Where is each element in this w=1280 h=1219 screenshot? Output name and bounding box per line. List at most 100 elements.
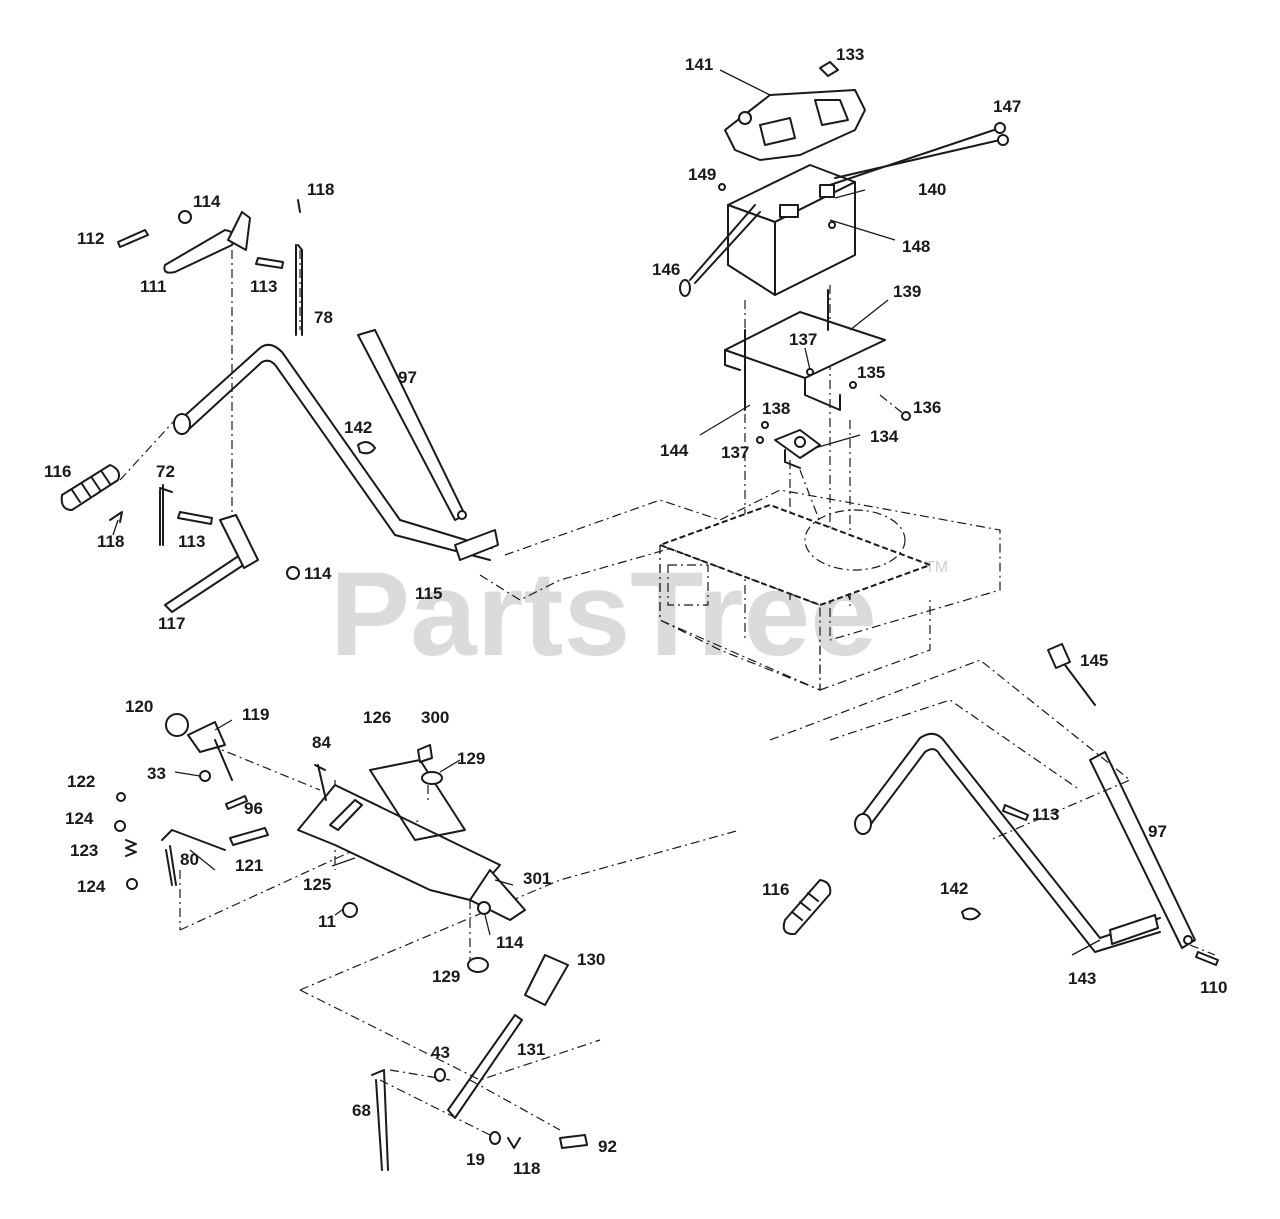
label-126: 126	[363, 708, 391, 727]
label-137-lower: 137	[721, 443, 749, 462]
rod-72	[159, 484, 173, 546]
bolt-110	[1195, 951, 1219, 966]
nut-114	[178, 210, 300, 580]
label-144: 144	[660, 441, 689, 460]
link-97-right	[1089, 751, 1196, 949]
decal-126	[369, 759, 466, 841]
spring-123	[125, 839, 137, 857]
label-97-left: 97	[398, 368, 417, 387]
lever-119	[187, 721, 233, 781]
battery	[727, 164, 856, 296]
leader-lines	[112, 69, 1101, 956]
pin-96-121	[225, 795, 269, 846]
bolt-113-right	[1002, 804, 1029, 821]
lever-131	[447, 1014, 523, 1119]
left-lower-arm	[164, 514, 259, 613]
label-146: 146	[652, 260, 680, 279]
label-116-right: 116	[762, 880, 789, 899]
rod-68	[371, 1069, 389, 1171]
lever-80	[161, 829, 226, 886]
link-97-left	[357, 329, 467, 521]
label-142-left: 142	[344, 418, 372, 437]
label-33: 33	[147, 764, 166, 783]
battery-bracket	[774, 429, 821, 469]
bolt-113	[177, 257, 284, 525]
chassis-outline	[119, 250, 1216, 1141]
label-118-top: 118	[307, 180, 334, 199]
nut-11-114	[342, 901, 491, 918]
watermark-trademark: TM	[925, 559, 948, 576]
label-92: 92	[598, 1137, 617, 1156]
label-11: 11	[318, 912, 336, 931]
grommet-300-129	[417, 744, 489, 973]
clip-118	[109, 199, 301, 523]
label-119: 119	[242, 705, 269, 724]
battery-tray	[724, 289, 886, 411]
right-handle-grip	[782, 879, 832, 936]
label-134: 134	[870, 427, 899, 446]
clip-142-right	[961, 907, 981, 921]
right-handle	[854, 732, 1161, 953]
label-110: 110	[1200, 978, 1227, 997]
label-139: 139	[893, 282, 921, 301]
label-19: 19	[466, 1150, 485, 1169]
label-117: 117	[158, 614, 185, 633]
left-handle	[173, 343, 499, 561]
label-113-top: 113	[250, 277, 277, 296]
label-122: 122	[67, 772, 95, 791]
label-130: 130	[577, 950, 605, 969]
part-labels: 141 133 147 149 140 148 146 139 137 135 …	[44, 45, 1227, 1178]
engine-housing	[659, 504, 931, 691]
label-120: 120	[125, 697, 153, 716]
left-handle-grip	[60, 464, 120, 511]
label-96: 96	[244, 799, 263, 818]
label-145: 145	[1080, 651, 1108, 670]
label-114-mid: 114	[304, 564, 332, 583]
label-141: 141	[685, 55, 713, 74]
switch-145	[1047, 643, 1096, 706]
label-148: 148	[902, 237, 930, 256]
control-panel	[297, 784, 526, 921]
label-129-upper: 129	[457, 749, 485, 768]
label-121: 121	[235, 856, 263, 875]
label-84: 84	[312, 733, 331, 752]
hardware-43-19-92	[434, 1068, 588, 1149]
label-114-top: 114	[193, 192, 221, 211]
label-68: 68	[352, 1101, 371, 1120]
label-149: 149	[688, 165, 716, 184]
label-147: 147	[993, 97, 1021, 116]
label-124-lower: 124	[77, 877, 106, 896]
label-129-lower: 129	[432, 967, 460, 986]
label-43: 43	[431, 1043, 450, 1062]
bolt-84	[314, 764, 327, 801]
label-118-mid: 118	[97, 532, 124, 551]
label-124-upper: 124	[65, 809, 94, 828]
label-131: 131	[517, 1040, 545, 1059]
label-140: 140	[918, 180, 946, 199]
rod-78	[295, 244, 303, 336]
label-115: 115	[415, 584, 442, 603]
label-300: 300	[421, 708, 449, 727]
label-116-left: 116	[44, 462, 71, 481]
battery-cover	[724, 89, 866, 161]
label-111: 111	[140, 277, 167, 296]
grip-130	[524, 954, 569, 1006]
label-78: 78	[314, 308, 333, 327]
label-123: 123	[70, 841, 98, 860]
battery-cables	[679, 122, 1009, 297]
washers	[114, 770, 211, 890]
clip-142-left	[357, 441, 376, 455]
label-112: 112	[77, 229, 104, 248]
label-125: 125	[303, 875, 331, 894]
label-133: 133	[836, 45, 864, 64]
label-80: 80	[180, 850, 199, 869]
small-hardware	[718, 183, 911, 444]
left-control-arm	[163, 211, 251, 274]
pin-112	[117, 229, 149, 248]
knob-120	[165, 713, 189, 737]
label-142-right: 142	[940, 879, 968, 898]
label-113-right: 113	[1032, 805, 1059, 824]
label-118-bottom: 118	[513, 1159, 540, 1178]
label-97-right: 97	[1148, 822, 1167, 841]
